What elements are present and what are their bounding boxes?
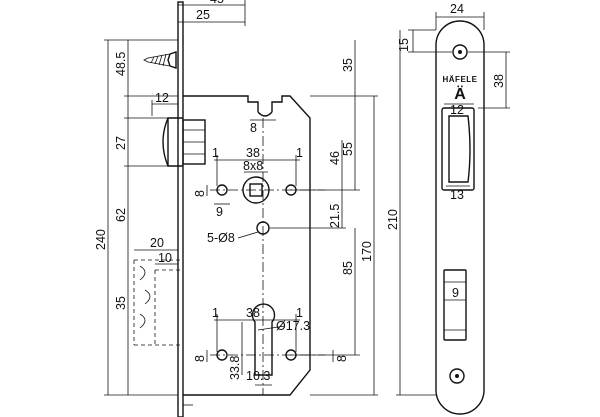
dim-cyl-8-left: 8 [193, 355, 207, 362]
dim-spindle-8x8: 8x8 [243, 159, 263, 173]
dim-hole-9: 9 [216, 205, 223, 219]
dimension-labels: 45 25 48.5 27 62 240 35 12 20 10 8 35 55… [94, 0, 506, 383]
dim-cyl-1-right: 1 [296, 306, 303, 320]
dim-cyl-38: 38 [246, 306, 260, 320]
dim-85: 85 [341, 261, 355, 275]
dim-latch-12: 12 [155, 91, 169, 105]
dim-left-35: 35 [114, 296, 128, 310]
dim-5-d8: 5-Ø8 [207, 231, 235, 245]
dim-48-5: 48.5 [114, 52, 128, 76]
dim-face-9: 9 [452, 286, 459, 300]
dim-face-38: 38 [492, 74, 506, 88]
screw [143, 51, 177, 69]
dim-spindle-1-right: 1 [296, 146, 303, 160]
fixing-hole [256, 221, 270, 235]
dim-face-13: 13 [450, 188, 464, 202]
svg-text:HÄFELE: HÄFELE [443, 75, 478, 84]
dim-face-12: 12 [450, 103, 464, 117]
lock-body [177, 1, 311, 417]
dim-slot-8: 8 [250, 121, 257, 135]
dim-right-35: 35 [341, 58, 355, 72]
dim-face-210: 210 [386, 209, 400, 230]
dim-62: 62 [114, 208, 128, 222]
faceplate-dimension-lines [396, 12, 510, 396]
dim-27: 27 [114, 136, 128, 150]
svg-text:Ä: Ä [454, 85, 466, 103]
spindle-follower [216, 176, 297, 204]
dim-spindle-1-left: 1 [212, 146, 219, 160]
dim-cyl-8-right: 8 [335, 355, 349, 362]
dim-240: 240 [94, 229, 108, 250]
dim-170: 170 [360, 241, 374, 262]
dim-bolt-10: 10 [158, 251, 172, 265]
dim-cyl-33-8: 33.8 [228, 356, 242, 380]
dim-hole-8: 8 [193, 190, 207, 197]
dim-46: 46 [328, 151, 342, 165]
faceplate [435, 20, 485, 415]
dim-spindle-38: 38 [246, 146, 260, 160]
dim-55: 55 [341, 142, 355, 156]
latch-bolt [162, 117, 206, 167]
dim-cyl-d17-3: Ø17.3 [276, 319, 310, 333]
dim-bolt-20: 20 [150, 236, 164, 250]
dim-face-15: 15 [397, 38, 411, 52]
dimension-lines [104, 0, 378, 396]
dim-21-5: 21.5 [328, 204, 342, 228]
dim-cyl-1-left: 1 [212, 306, 219, 320]
dim-top-45: 45 [210, 0, 224, 6]
dead-bolt [133, 259, 183, 346]
dim-top-25: 25 [196, 8, 210, 22]
hafele-logo: HÄFELE Ä [443, 75, 478, 103]
dim-face-24: 24 [450, 2, 464, 16]
dim-cyl-10-3: 10.3 [246, 369, 270, 383]
